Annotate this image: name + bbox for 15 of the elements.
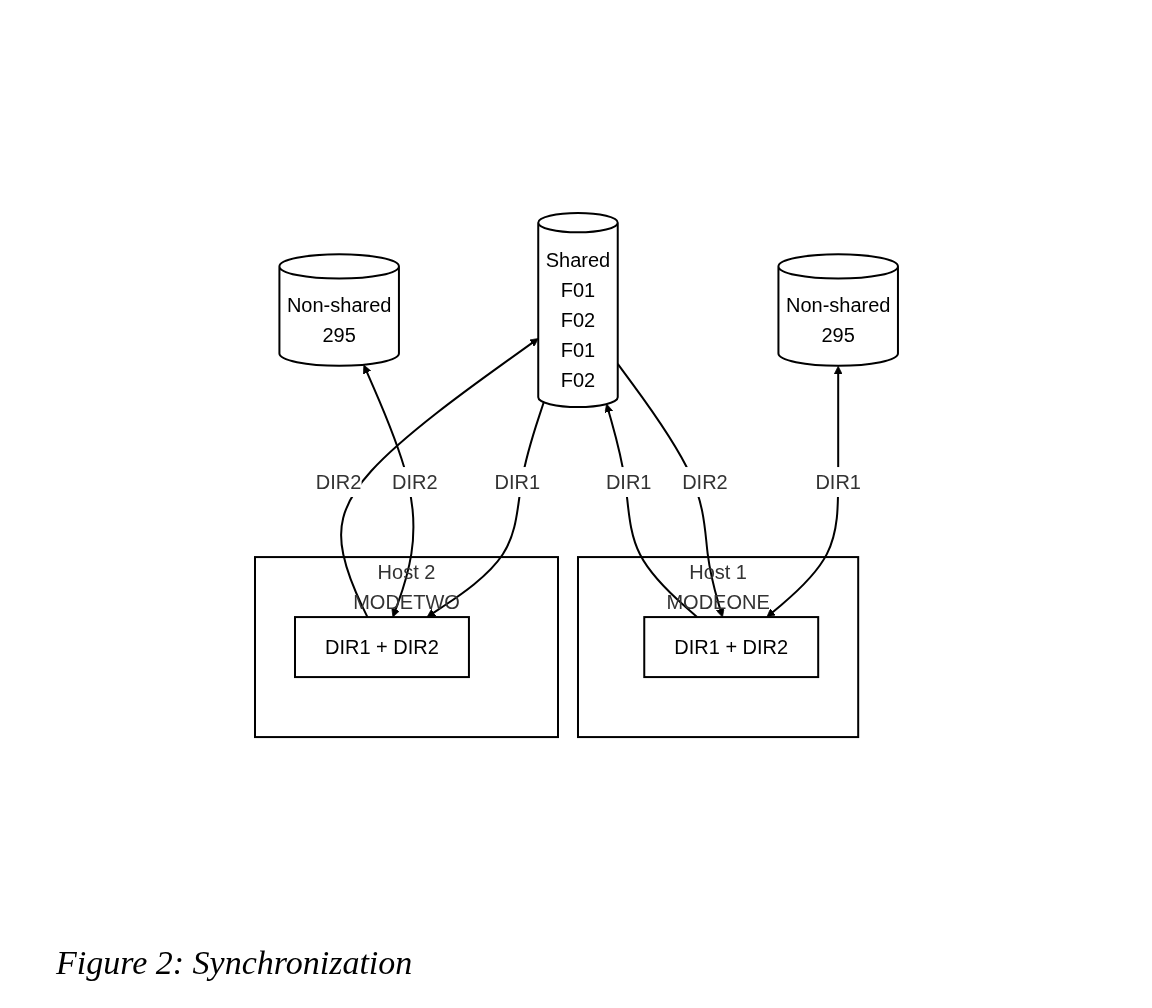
arrow xyxy=(426,401,545,618)
edge-label: DIR1 xyxy=(814,471,861,494)
arrow xyxy=(766,365,843,618)
edge-label: DIR2 xyxy=(315,471,361,494)
edge-label: DIR2 xyxy=(681,471,728,494)
edge-label: DIR2 xyxy=(391,471,438,494)
node-box: DIR1 + DIR2 xyxy=(293,616,470,679)
arrow xyxy=(362,364,414,618)
arrow xyxy=(339,338,539,619)
node-box: DIR1 + DIR2 xyxy=(642,616,819,679)
arrow xyxy=(616,362,724,618)
arrow xyxy=(604,403,698,619)
edge-label: DIR1 xyxy=(494,471,540,494)
edge-label: DIR1 xyxy=(605,471,651,494)
figure-caption: Figure 2: Synchronization xyxy=(56,944,413,982)
